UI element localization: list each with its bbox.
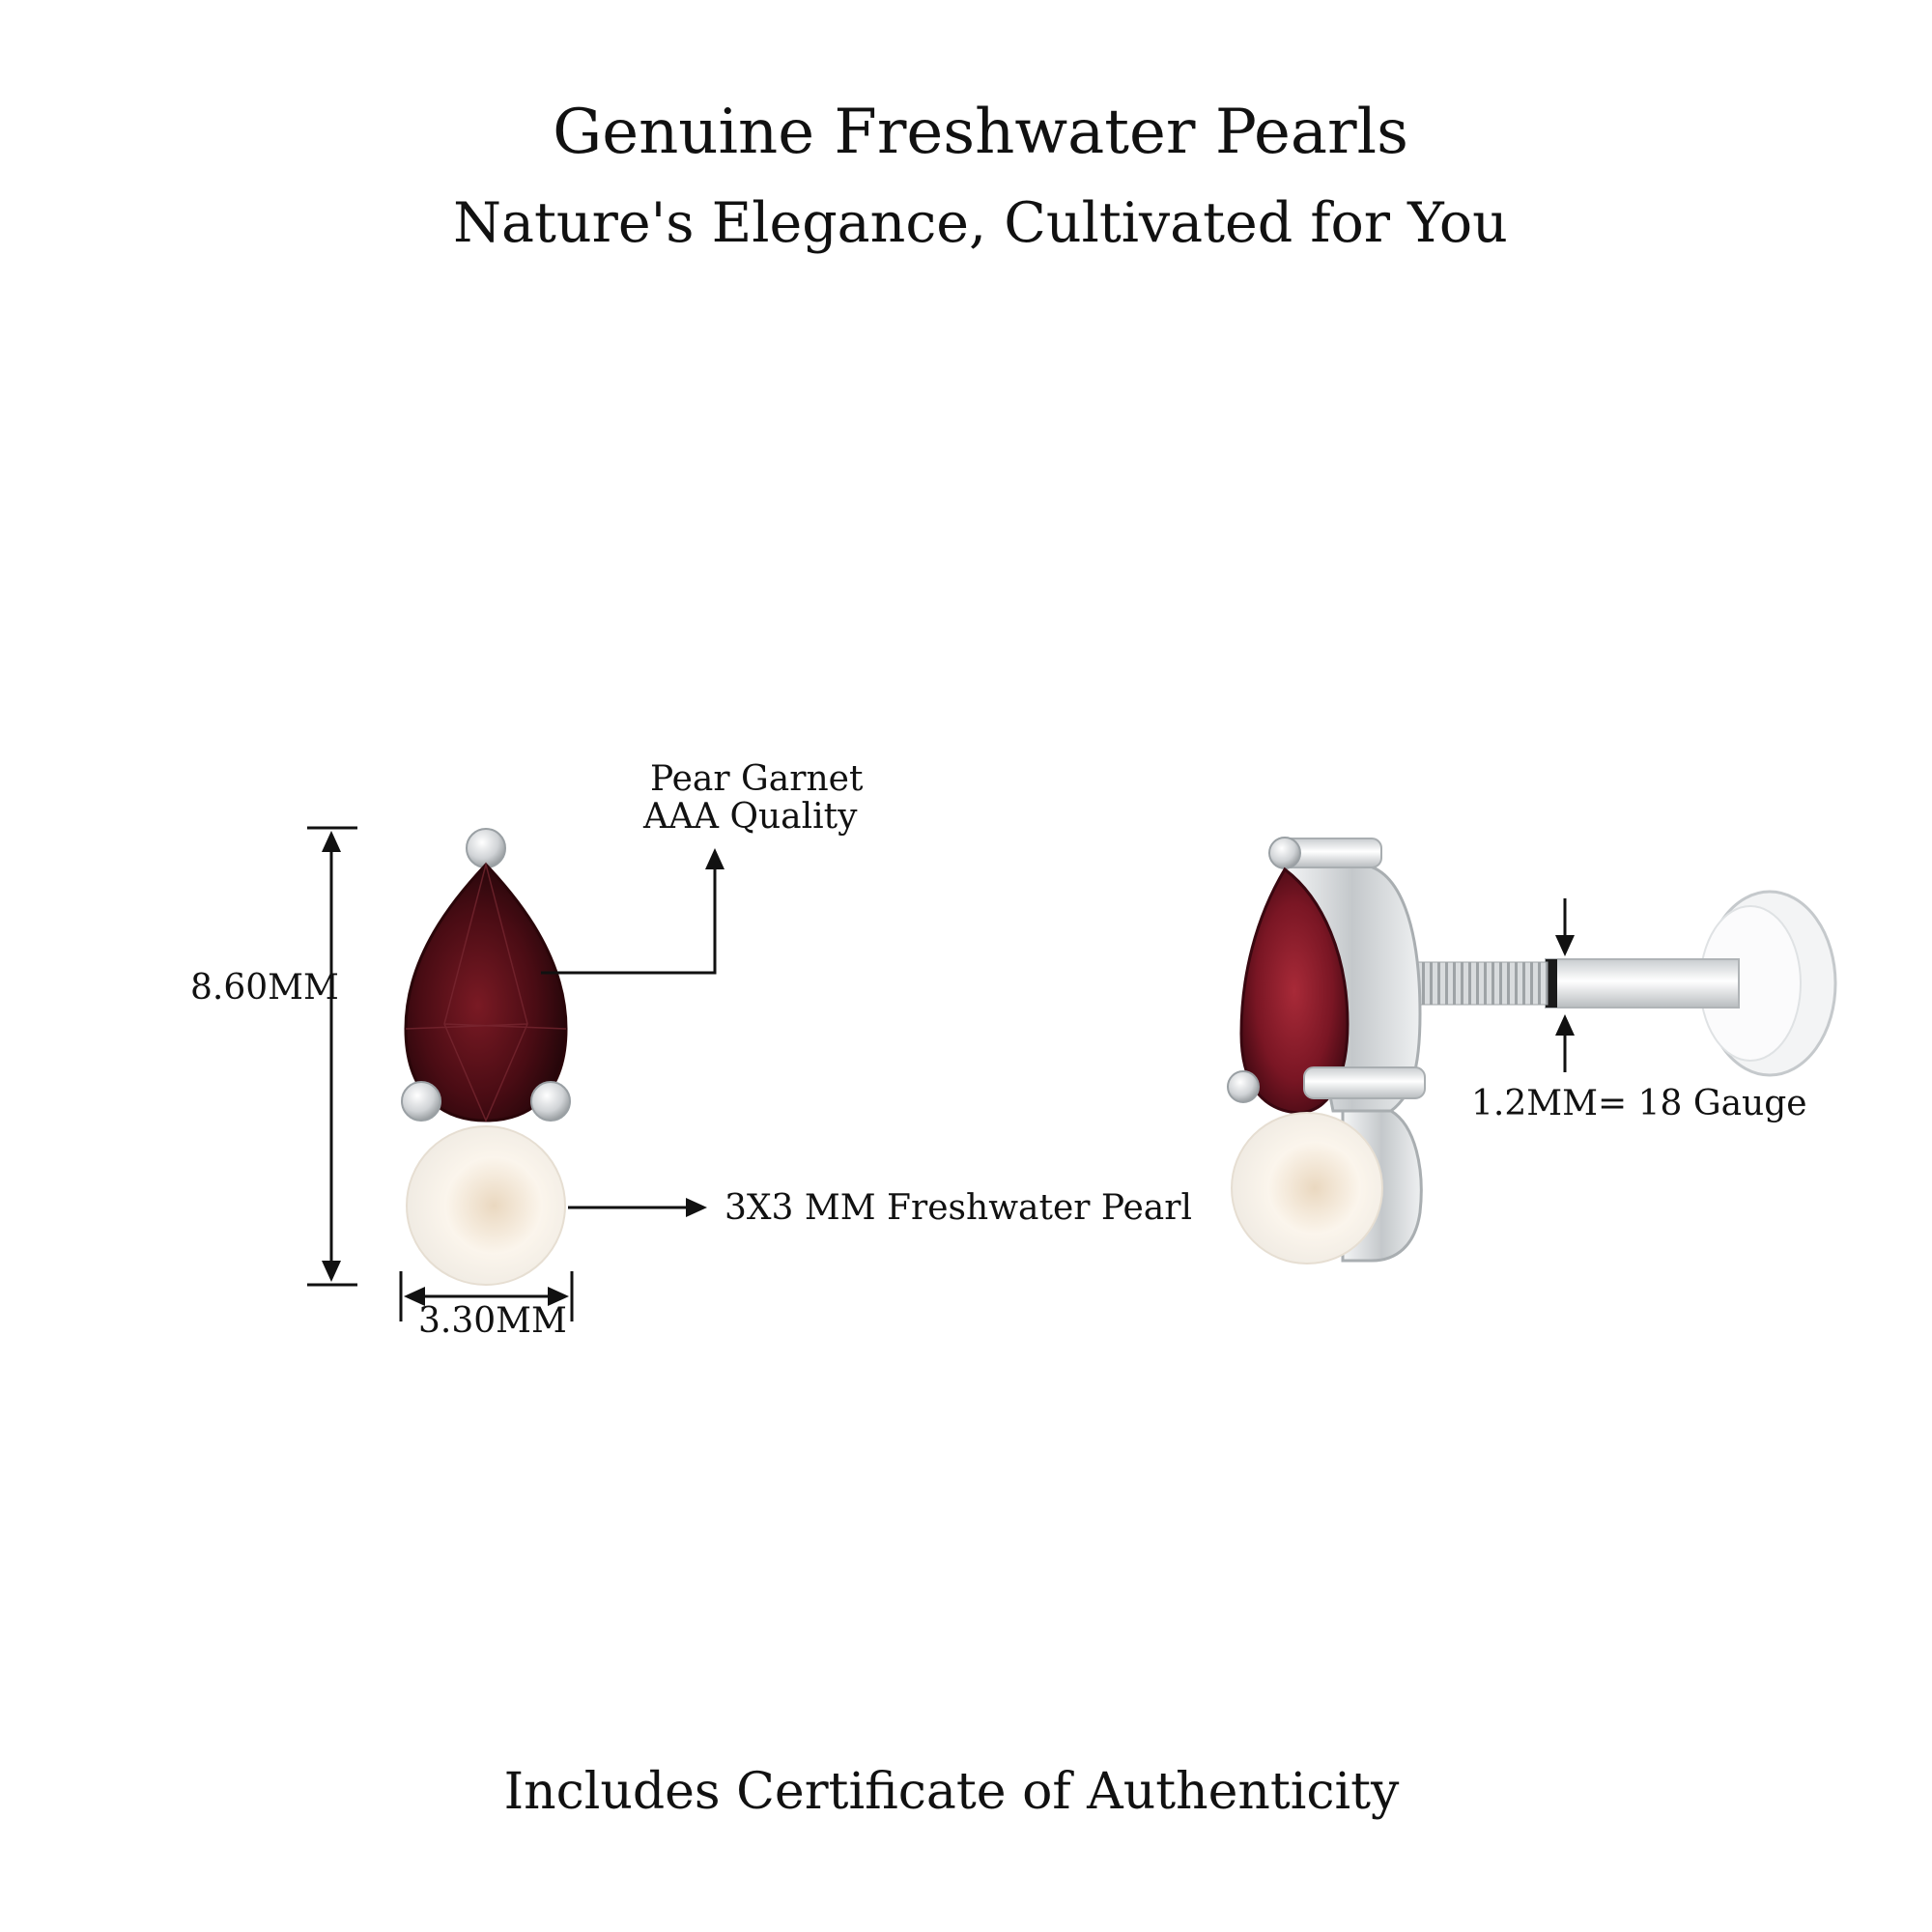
width-dimension: [399, 1271, 574, 1321]
page-title: Genuine Freshwater Pearls: [553, 97, 1408, 168]
gauge-label: 1.2MM= 18 Gauge: [1471, 1084, 1807, 1123]
side-pearl: [1231, 1112, 1383, 1264]
post-bar: [1545, 958, 1740, 1009]
pear-garnet-gem: [404, 862, 568, 1122]
right-prong: [530, 1081, 571, 1122]
side-view: [1227, 837, 1837, 1264]
certificate-note: Includes Certificate of Authenticity: [503, 1763, 1400, 1821]
height-dimension: [307, 826, 357, 1287]
height-label: 8.60MM: [190, 968, 339, 1008]
front-view: [401, 828, 571, 1286]
gem-callout-line1: Pear Garnet: [650, 759, 864, 799]
gem-callout-line2: AAA Quality: [643, 797, 858, 837]
pearl-callout: 3X3 MM Freshwater Pearl: [724, 1188, 1192, 1228]
threaded-post: [1411, 961, 1548, 1006]
top-prong: [466, 828, 506, 868]
freshwater-pearl: [406, 1125, 566, 1286]
left-prong: [401, 1081, 441, 1122]
gauge-dimension: [1555, 898, 1575, 1072]
width-label: 3.30MM: [418, 1301, 567, 1341]
gem-callout-leader: [541, 848, 724, 975]
pearl-callout-arrow: [568, 1198, 707, 1217]
page-subtitle: Nature's Elegance, Cultivated for You: [453, 191, 1508, 255]
